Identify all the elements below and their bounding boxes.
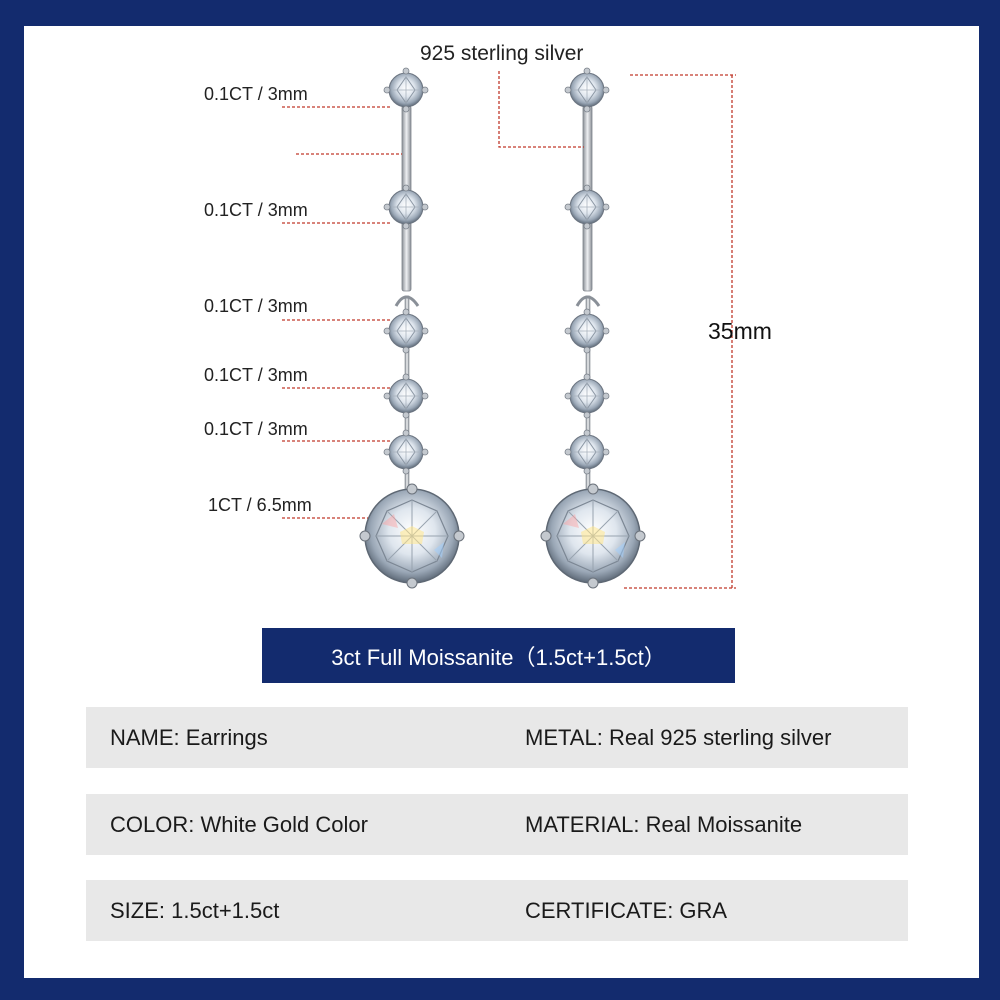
center-stone-label: 1CT / 6.5mm bbox=[208, 495, 312, 515]
spec-size: SIZE: 1.5ct+1.5ct bbox=[110, 898, 280, 923]
stone-label: 0.1CT / 3mm bbox=[204, 419, 308, 439]
spec-material: MATERIAL: Real Moissanite bbox=[525, 812, 803, 837]
spec-metal: METAL: Real 925 sterling silver bbox=[525, 725, 832, 750]
right-earring bbox=[540, 67, 646, 589]
length-callout: 35mm bbox=[708, 318, 772, 344]
stone-label: 0.1CT / 3mm bbox=[204, 84, 308, 104]
product-frame: 925 sterling silver 35mm 0.1CT / 3mm 0.1… bbox=[24, 26, 979, 978]
spec-certificate: CERTIFICATE: GRA bbox=[525, 898, 728, 923]
moissanite-banner: 3ct Full Moissanite（1.5ct+1.5ct） bbox=[262, 628, 735, 683]
stone-label: 0.1CT / 3mm bbox=[204, 296, 308, 316]
spec-row: SIZE: 1.5ct+1.5ct CERTIFICATE: GRA bbox=[86, 880, 908, 941]
silver-callout: 925 sterling silver bbox=[420, 42, 584, 65]
callout-lines bbox=[282, 71, 736, 589]
spec-name: NAME: Earrings bbox=[110, 725, 268, 750]
spec-row: NAME: Earrings METAL: Real 925 sterling … bbox=[86, 707, 908, 768]
spec-color: COLOR: White Gold Color bbox=[110, 812, 368, 837]
stone-label: 0.1CT / 3mm bbox=[204, 200, 308, 220]
earrings-diagram bbox=[282, 67, 736, 589]
left-earring bbox=[359, 67, 465, 589]
stone-label: 0.1CT / 3mm bbox=[204, 365, 308, 385]
spec-row: COLOR: White Gold Color MATERIAL: Real M… bbox=[86, 794, 908, 855]
